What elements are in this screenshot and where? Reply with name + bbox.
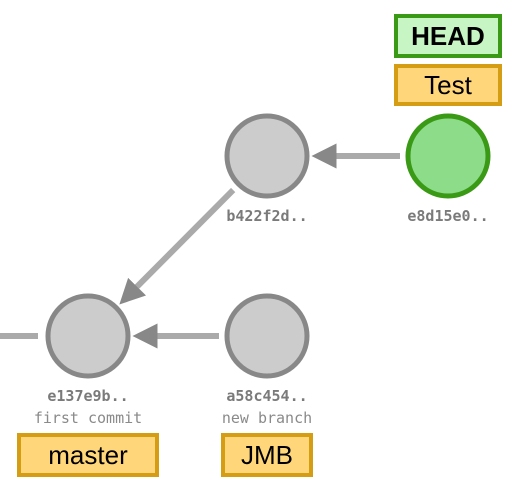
branch-label-box — [394, 64, 502, 106]
branch-label-box — [221, 433, 313, 477]
head-label-box — [394, 14, 502, 58]
edge-b422f2d-to-e137e9b — [119, 187, 236, 305]
commit-message-e137e9b: first commit — [34, 409, 142, 427]
branch-label-test[interactable]: Test — [394, 64, 502, 106]
branch-label-jmb[interactable]: JMB — [221, 433, 313, 477]
commit-node-e8d15e0[interactable] — [405, 113, 491, 199]
branch-label-text: master — [48, 440, 128, 470]
commit-hash-e8d15e0: e8d15e0.. — [407, 207, 488, 225]
branch-label-box — [17, 433, 159, 477]
labels-layer: e137e9b.. first commit b422f2d.. a58c454.. n… — [34, 207, 489, 427]
commit-hash-e137e9b: e137e9b.. — [47, 387, 128, 405]
head-label-text: HEAD — [411, 21, 485, 51]
commit-hash-b422f2d: b422f2d.. — [226, 207, 307, 225]
branch-label-text: Test — [424, 70, 472, 100]
edges-layer — [119, 143, 400, 349]
commit-message-a58c454: new branch — [222, 409, 312, 427]
commit-node-e137e9b[interactable] — [45, 293, 131, 379]
nodes-layer — [45, 113, 491, 379]
commit-node-a58c454[interactable] — [224, 293, 310, 379]
branch-label-master[interactable]: master — [17, 433, 159, 477]
head-label[interactable]: HEAD — [394, 14, 502, 58]
commit-hash-a58c454: a58c454.. — [226, 387, 307, 405]
refs-layer: HEAD Test master JMB — [17, 14, 502, 477]
commit-node-b422f2d[interactable] — [224, 113, 310, 199]
branch-label-text: JMB — [241, 440, 293, 470]
